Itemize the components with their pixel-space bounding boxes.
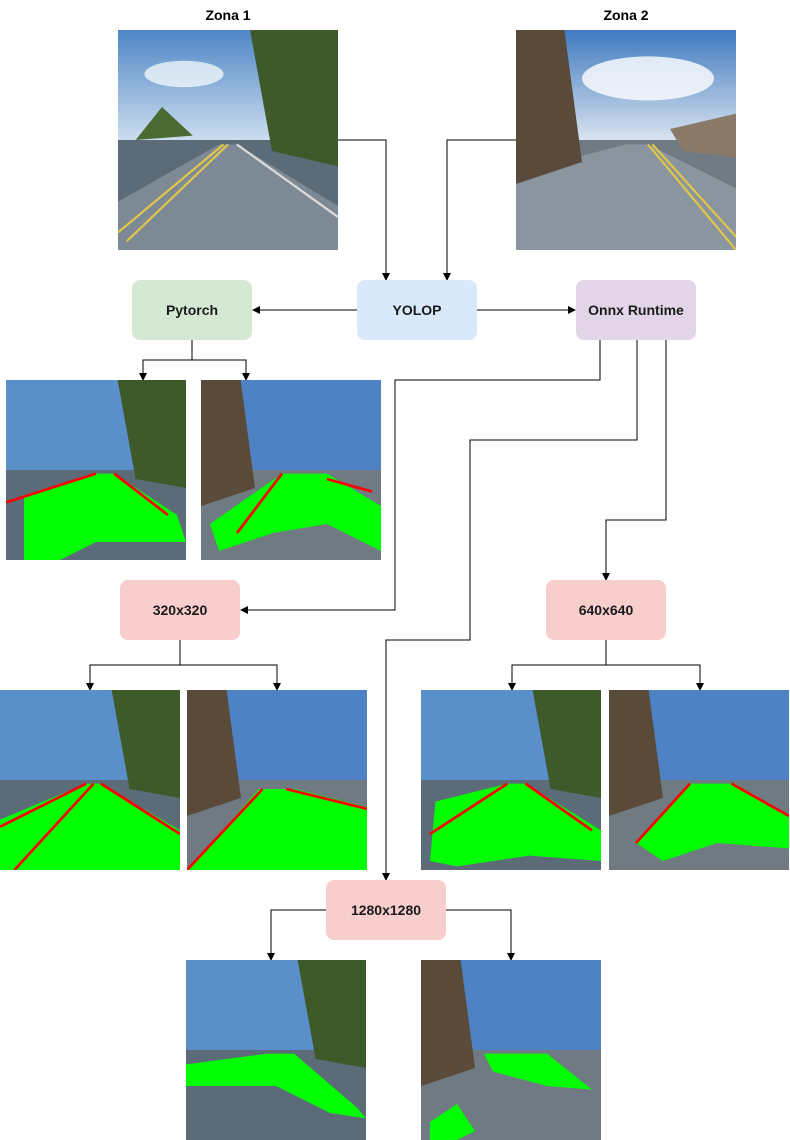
zone1-title: Zona 1 [205,7,251,23]
arrow-onnx-to-640 [602,340,667,581]
res1280-zone2-result [421,960,601,1140]
arrow-zone2-to-yolop [443,139,516,281]
res640-zone2-result [609,690,789,870]
pytorch-node: Pytorch [132,280,252,340]
res1280-zone1-result [186,960,366,1140]
zone1-input-photo [118,30,338,250]
arrow-onnx-to-320 [240,340,601,614]
arrow-pytorch-to-results [139,340,193,381]
pytorch-zone2-result [201,380,381,560]
arrow-pytorch-to-results-2 [192,359,250,381]
resolution-320-node: 320x320 [120,580,240,640]
pytorch-zone1-result [6,380,186,560]
arrow-320-to-results [86,640,181,691]
arrow-640-to-results [508,640,607,691]
arrow-zone1-to-yolop [338,139,390,281]
arrow-320-to-results-2 [180,664,281,691]
zone2-input-photo [516,30,736,250]
res320-zone2-result [187,690,367,870]
zone2-title: Zona 2 [603,7,649,23]
arrow-640-to-results-2 [606,664,704,691]
resolution-640-node: 640x640 [546,580,666,640]
arrow-1280-to-results [267,909,327,961]
arrow-1280-to-results-2 [445,909,515,961]
res320-zone1-result [0,690,180,870]
yolop-node: YOLOP [357,280,477,340]
resolution-1280-node: 1280x1280 [326,880,446,940]
onnx-runtime-node: Onnx Runtime [576,280,696,340]
res640-zone1-result [421,690,601,870]
arrow-onnx-to-1280 [382,340,638,881]
